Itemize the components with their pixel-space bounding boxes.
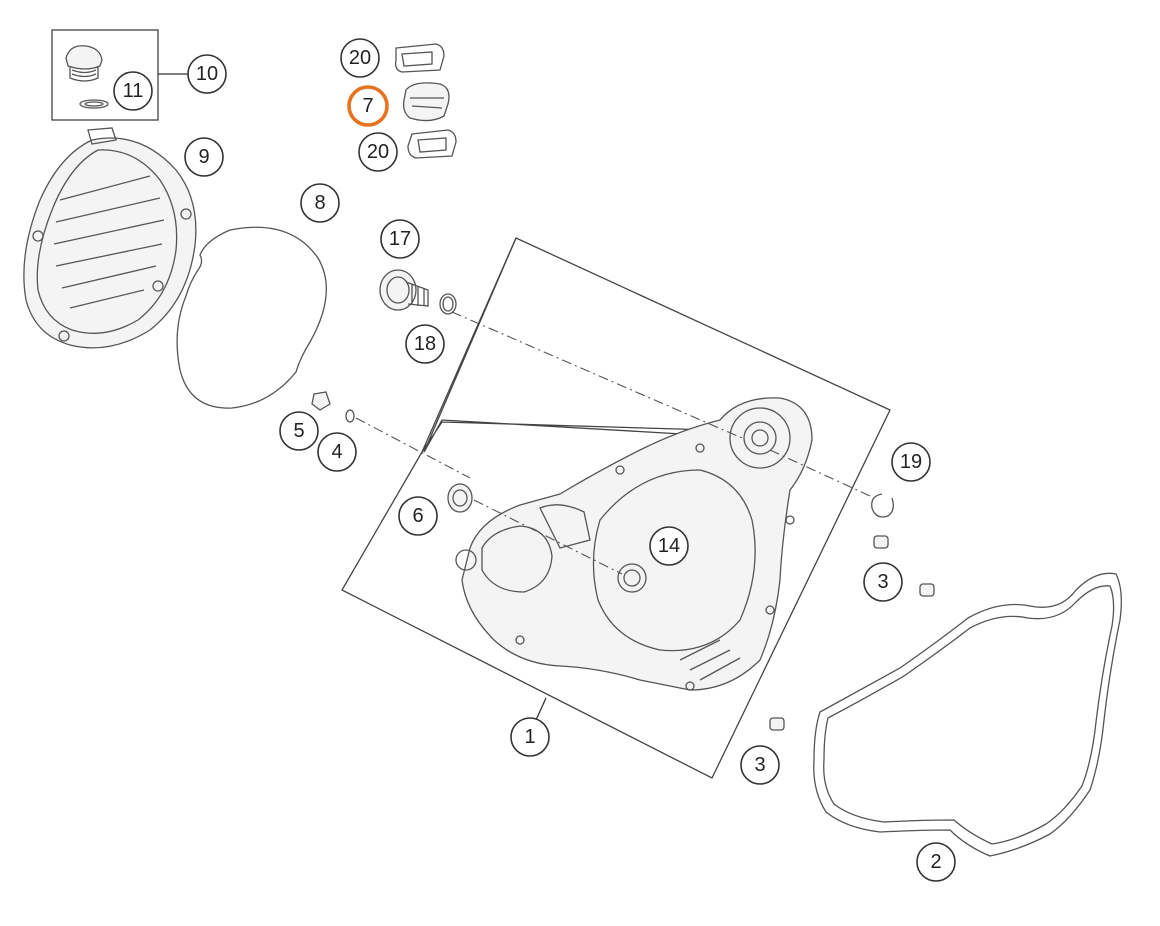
cover-assembly-frame bbox=[341, 237, 891, 779]
callout-11: 11 bbox=[113, 71, 153, 111]
leader-line bbox=[535, 697, 547, 721]
callout-circle bbox=[380, 219, 420, 259]
filler-plug-frame bbox=[51, 29, 159, 121]
callout-labels: 1 2 3 3 4 5 6 7 8 9 10 11 14 17 18 19 20 20 bbox=[113, 38, 956, 882]
callout-number: 10 bbox=[196, 63, 218, 85]
callout-number: 7 bbox=[362, 95, 373, 117]
shaft-seal-part bbox=[447, 483, 473, 513]
alignment-line bbox=[473, 499, 623, 575]
callout-20: 20 bbox=[358, 132, 398, 172]
callout-circle bbox=[405, 324, 445, 364]
housing-gasket-part bbox=[813, 572, 1122, 857]
callout-3: 3 bbox=[863, 562, 903, 602]
callout-18: 18 bbox=[405, 324, 445, 364]
callout-circle bbox=[187, 54, 227, 94]
callout-number: 1 bbox=[524, 726, 535, 748]
callout-circle bbox=[510, 717, 550, 757]
cover-gasket-part bbox=[176, 226, 327, 409]
callout-circle bbox=[649, 526, 689, 566]
callout-1: 1 bbox=[510, 717, 550, 757]
callout-number: 2 bbox=[930, 851, 941, 873]
callout-5: 5 bbox=[279, 411, 319, 451]
callout-7-highlighted: 7 bbox=[347, 85, 389, 127]
callout-number: 3 bbox=[754, 754, 765, 776]
callout-number: 8 bbox=[314, 192, 325, 214]
callout-number: 20 bbox=[349, 47, 371, 69]
callout-circle bbox=[347, 85, 389, 127]
callout-number: 11 bbox=[123, 80, 144, 102]
dowel-parts bbox=[769, 535, 935, 731]
callout-circle bbox=[863, 562, 903, 602]
bolt-washer-group bbox=[311, 391, 355, 423]
engine-cover-part bbox=[455, 397, 813, 691]
callout-circle bbox=[740, 745, 780, 785]
callout-circle bbox=[113, 71, 153, 111]
callout-number: 6 bbox=[412, 505, 423, 527]
callout-6: 6 bbox=[398, 496, 438, 536]
callout-2: 2 bbox=[916, 842, 956, 882]
callout-circle bbox=[358, 132, 398, 172]
callout-circle bbox=[317, 432, 357, 472]
circlip-part bbox=[871, 493, 894, 518]
callout-circle bbox=[891, 442, 931, 482]
callout-circle bbox=[279, 411, 319, 451]
screw-plug-group bbox=[379, 269, 457, 315]
callout-number: 20 bbox=[367, 141, 389, 163]
callout-circle bbox=[916, 842, 956, 882]
callout-9: 9 bbox=[184, 137, 224, 177]
callout-8: 8 bbox=[300, 183, 340, 223]
alignment-line bbox=[451, 311, 743, 439]
callout-19: 19 bbox=[891, 442, 931, 482]
callout-number: 14 bbox=[658, 535, 680, 557]
callout-number: 5 bbox=[293, 420, 304, 442]
callout-number: 9 bbox=[198, 146, 209, 168]
callout-number: 4 bbox=[331, 441, 342, 463]
callout-number: 19 bbox=[900, 451, 922, 473]
callout-17: 17 bbox=[380, 219, 420, 259]
alignment-line bbox=[769, 449, 871, 497]
alignment-line bbox=[355, 417, 471, 479]
callout-3: 3 bbox=[740, 745, 780, 785]
callout-number: 18 bbox=[414, 333, 436, 355]
callout-number: 17 bbox=[389, 228, 411, 250]
callout-number: 3 bbox=[877, 571, 888, 593]
callout-10: 10 bbox=[187, 54, 227, 94]
callout-4: 4 bbox=[317, 432, 357, 472]
clutch-cover-part bbox=[23, 127, 197, 349]
callout-14: 14 bbox=[649, 526, 689, 566]
callout-circle bbox=[184, 137, 224, 177]
filler-plug-part bbox=[65, 45, 109, 109]
callout-20: 20 bbox=[340, 38, 380, 78]
callout-circle bbox=[340, 38, 380, 78]
callout-circle bbox=[300, 183, 340, 223]
callout-circle bbox=[398, 496, 438, 536]
window-part-group bbox=[394, 43, 457, 159]
filler-plug-group bbox=[51, 29, 190, 121]
